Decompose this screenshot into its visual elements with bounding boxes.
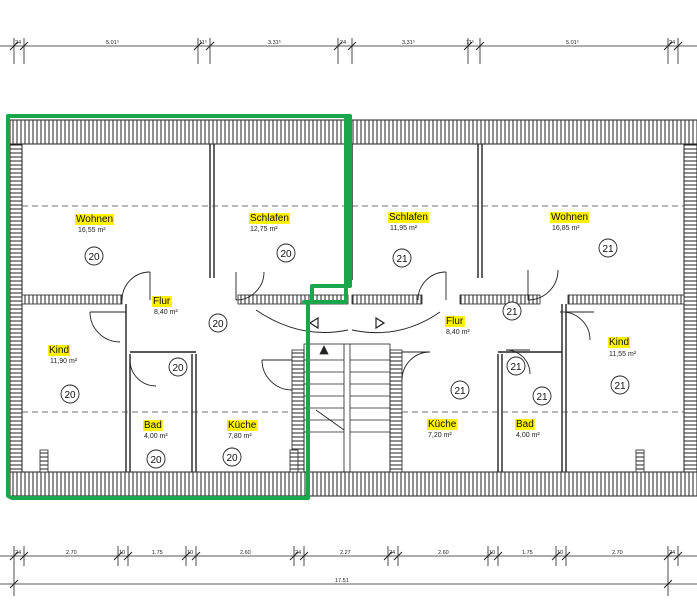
room-area-kind-left: 11,90 m² — [50, 358, 78, 365]
top-dimension-line — [0, 38, 697, 64]
unit-number-closet-left: 20 — [172, 363, 184, 374]
dim-bottom-13: 10 — [557, 550, 563, 556]
dim-bottom-1: 24 — [15, 550, 21, 556]
room-name-kind-left: Kind — [49, 345, 69, 356]
dim-bottom-12: 1.75 — [522, 550, 533, 556]
room-area-schlafen-left: 12,75 m² — [250, 226, 278, 233]
dim-bottom-11: 10 — [489, 550, 495, 556]
staircase — [303, 343, 391, 473]
dim-bottom-4: 1.75 — [152, 550, 163, 556]
unit-number-wohnen-left: 20 — [88, 252, 100, 263]
room-area-kueche-left: 7,80 m² — [228, 433, 252, 440]
room-name-bad-left: Bad — [144, 420, 162, 431]
unit-number-schlafen-left: 20 — [280, 249, 292, 260]
unit-number-kind-left: 20 — [64, 390, 76, 401]
room-area-wohnen-right: 16,85 m² — [552, 225, 580, 232]
unit-number-flur-left: 20 — [212, 319, 224, 330]
label-highlight — [152, 296, 172, 307]
room-name-flur-right: Flur — [446, 316, 464, 327]
unit-number-flur-right: 21 — [506, 307, 518, 318]
room-name-schlafen-right: Schlafen — [389, 212, 428, 223]
label-highlight — [515, 419, 535, 430]
room-area-flur-right: 8,40 m² — [446, 329, 470, 336]
dim-top-6: 3.31⁵ — [402, 39, 415, 46]
label-highlight — [550, 212, 590, 223]
room-name-wohnen-right: Wohnen — [551, 212, 588, 223]
building-walls — [9, 119, 697, 497]
unit-number-kind-right: 21 — [614, 381, 626, 392]
dim-bottom-14: 2.70 — [612, 550, 623, 556]
dim-bottom-5: 10 — [187, 550, 193, 556]
room-area-bad-left: 4,00 m² — [144, 433, 168, 440]
room-name-flur-left: Flur — [153, 296, 171, 307]
room-area-kueche-right: 7,20 m² — [428, 432, 452, 439]
dim-top-3: 11⁵ — [199, 39, 207, 46]
label-highlight — [75, 214, 115, 225]
dashed-lines — [22, 205, 684, 413]
unit-number-bad-right: 21 — [536, 392, 548, 403]
dim-top-5: 24 — [340, 40, 346, 46]
label-highlight — [608, 337, 631, 348]
dim-top-8: 5.01⁵ — [566, 39, 579, 46]
room-area-schlafen-right: 11,95 m² — [390, 225, 418, 232]
room-name-bad-right: Bad — [516, 419, 534, 430]
room-name-kind-right: Kind — [609, 337, 629, 348]
unit-number-bad-left: 20 — [150, 455, 162, 466]
dim-top-4: 3.31⁵ — [268, 39, 281, 46]
apartment-selection-outline — [6, 114, 352, 500]
unit-number-kueche-right: 21 — [454, 386, 466, 397]
door-swings — [89, 269, 594, 391]
dim-bottom-2: 2.70 — [66, 550, 77, 556]
dim-bottom-9: 24 — [389, 550, 395, 556]
dim-bottom-6: 2.60 — [240, 550, 251, 556]
label-highlight — [48, 345, 71, 356]
dim-top-9: 24 — [669, 40, 675, 46]
label-highlight — [445, 316, 465, 327]
dim-bottom-3: 10 — [119, 550, 125, 556]
unit-number-kueche-left: 20 — [226, 453, 238, 464]
label-highlight — [427, 419, 458, 430]
unit-circles — [60, 238, 630, 469]
dim-bottom-15: 24 — [669, 550, 675, 556]
entrance-arrow-left — [308, 316, 319, 330]
room-area-wohnen-left: 16,55 m² — [78, 227, 106, 234]
entrance-arrow-right — [375, 316, 386, 330]
dim-total: 17.51 — [335, 578, 349, 584]
dim-top-7: 11⁵ — [466, 39, 474, 46]
label-highlight — [227, 420, 258, 431]
dim-bottom-7: 24 — [295, 550, 301, 556]
room-name-wohnen-left: Wohnen — [76, 214, 113, 225]
dim-bottom-10: 2.60 — [438, 550, 449, 556]
label-highlight — [388, 212, 429, 223]
label-highlight — [143, 420, 163, 431]
bottom-dimension-line — [0, 546, 697, 596]
unit-number-schlafen-right: 21 — [396, 254, 408, 265]
unit-number-closet-right: 21 — [510, 362, 522, 373]
dim-top-2: 5.01⁵ — [106, 39, 119, 46]
room-name-schlafen-left: Schlafen — [250, 213, 289, 224]
dim-top-1: 24 — [15, 40, 21, 46]
label-highlight — [249, 213, 290, 224]
dim-bottom-8: 2.27 — [340, 550, 351, 556]
room-area-flur-left: 8,40 m² — [154, 309, 178, 316]
room-name-kueche-left: Küche — [228, 420, 257, 431]
room-area-kind-right: 11,55 m² — [609, 351, 637, 358]
label-highlights — [48, 212, 631, 431]
room-name-kueche-right: Küche — [428, 419, 457, 430]
unit-number-wohnen-right: 21 — [602, 244, 614, 255]
room-area-bad-right: 4,00 m² — [516, 432, 540, 439]
